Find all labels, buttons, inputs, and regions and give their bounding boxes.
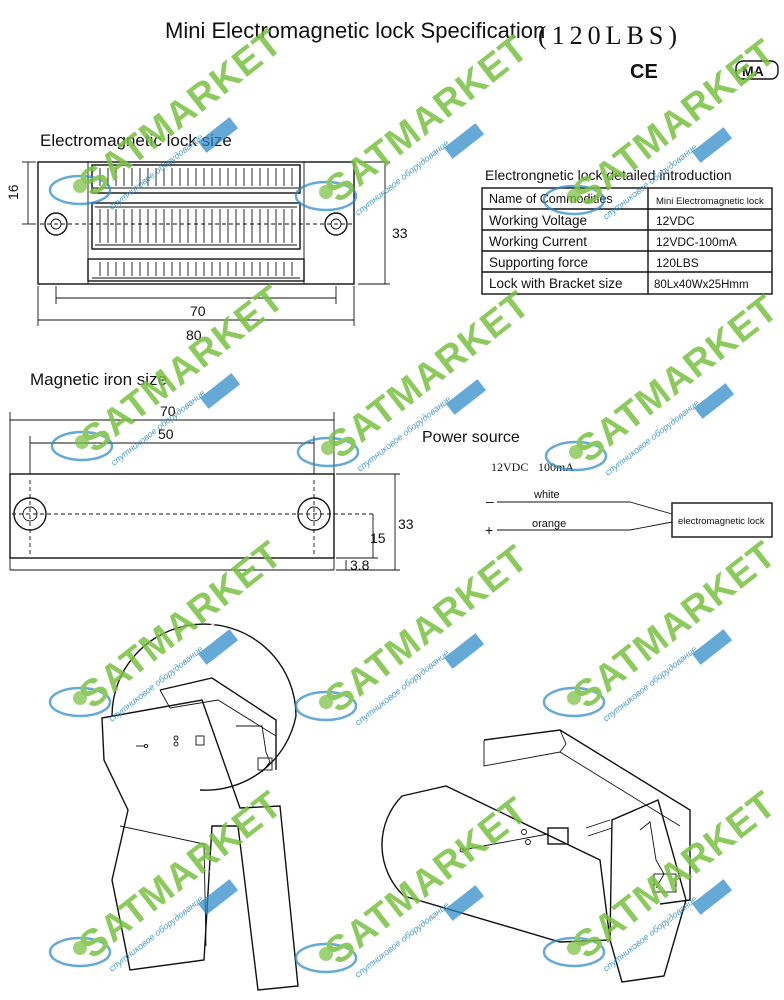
- install-illustration-left: [101, 623, 299, 991]
- spec-row-label-0: Name of Commodities: [489, 192, 613, 206]
- watermark-logo: SATMARKET спутниковое оборудование .COM.…: [48, 533, 291, 724]
- iron-dim-33: 33: [398, 516, 414, 532]
- svg-text:SATMARKET: SATMARKET: [72, 533, 291, 717]
- iron-dim-50: 50: [158, 426, 174, 442]
- spec-row-label-1: Working Voltage: [489, 213, 587, 228]
- power-voltage: 12VDC: [491, 460, 528, 474]
- spec-table: [481, 187, 773, 295]
- spec-row-label-4: Lock with Bracket size: [489, 276, 623, 291]
- spec-row-value-4: 80Lx40Wx25Hmm: [654, 279, 749, 291]
- svg-text:SATMARKET: SATMARKET: [318, 789, 537, 973]
- minus-sign: –: [486, 493, 494, 509]
- lock-size-diagram: [22, 161, 390, 326]
- iron-dim-15: 15: [370, 530, 386, 546]
- watermark-logo: SATMARKET спутниковое оборудование .COM.…: [48, 783, 291, 974]
- iron-dim-3-8: 3.8: [350, 557, 370, 573]
- watermark-logo: SATMARKET спутниковое оборудование .COM.…: [542, 533, 784, 724]
- page-title: Mini Electromagnetic lock Specification: [165, 18, 545, 43]
- lock-dim-33: 33: [392, 225, 408, 241]
- watermark-logo: SATMARKET спутниковое оборудование .COM.…: [294, 537, 536, 728]
- spec-table-heading: Electrongnetic lock detailed introductio…: [485, 167, 732, 183]
- watermark-logo: SATMARKET спутниковое оборудование .COM.…: [294, 27, 537, 218]
- install-illustration-right: [381, 729, 691, 983]
- spec-row-value-3: 120LBS: [656, 256, 699, 270]
- watermark-logo: SATMARKET спутниковое оборудование .COM.…: [542, 783, 784, 974]
- watermark-logo: SATMARKET спутниковое оборудование .COM.…: [542, 31, 784, 222]
- device-label: electromagnetic lock: [678, 516, 765, 527]
- spec-row-value-2: 12VDC-100mA: [656, 235, 737, 249]
- lock-size-heading: Electromagnetic lock size: [40, 131, 232, 150]
- power-heading: Power source: [422, 429, 520, 446]
- lock-dim-80: 80: [186, 327, 202, 343]
- lock-dim-70: 70: [190, 303, 206, 319]
- svg-text:SATMARKET: SATMARKET: [72, 21, 291, 205]
- svg-text:SATMARKET: SATMARKET: [566, 533, 784, 717]
- watermark-logo: SATMARKET спутниковое оборудование .COM.…: [48, 21, 291, 212]
- wire-orange-label: orange: [532, 518, 566, 530]
- svg-text:SATMARKET: SATMARKET: [72, 783, 291, 967]
- spec-row-value-1: 12VDC: [656, 214, 695, 228]
- ma-mark: MA: [735, 60, 779, 80]
- lock-dim-16: 16: [5, 184, 21, 200]
- ce-mark: CE: [630, 61, 658, 83]
- wiring-diagram: [497, 501, 773, 538]
- spec-row-label-3: Supporting force: [489, 255, 588, 270]
- plus-sign: +: [485, 522, 493, 538]
- spec-row-value-0: Mini Electromagnetic lock: [656, 196, 764, 207]
- iron-size-diagram: [9, 412, 400, 571]
- svg-text:SATMARKET: SATMARKET: [318, 27, 537, 211]
- iron-dim-70: 70: [160, 403, 176, 419]
- watermark-logo: SATMARKET спутниковое оборудование .COM.…: [544, 287, 784, 478]
- watermark-logo: SATMARKET спутниковое оборудование .COM.…: [294, 789, 537, 980]
- rating-label: (120LBS): [538, 21, 682, 50]
- spec-row-label-2: Working Current: [489, 234, 587, 249]
- svg-text:SATMARKET: SATMARKET: [568, 287, 784, 471]
- iron-size-heading: Magnetic iron size: [30, 370, 167, 389]
- svg-text:MA: MA: [742, 63, 764, 79]
- wire-white-label: white: [533, 489, 560, 501]
